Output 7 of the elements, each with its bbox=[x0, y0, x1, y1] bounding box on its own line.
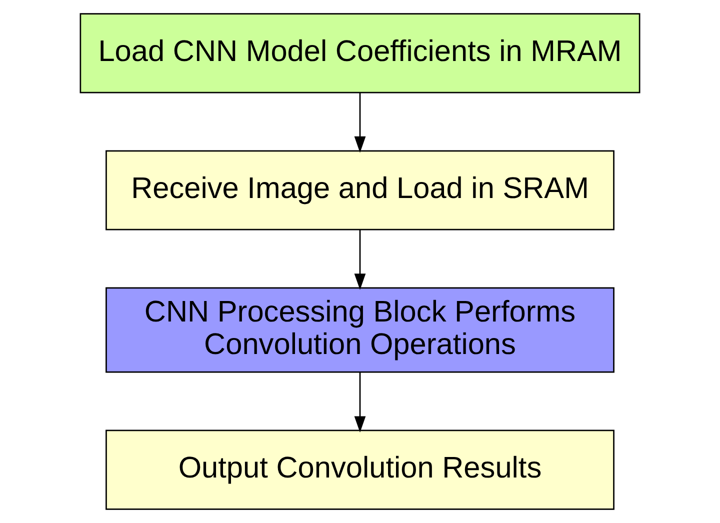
node-box: Output Convolution Results bbox=[106, 430, 614, 510]
node-box: CNN Processing Block Performs Convolution Operations bbox=[106, 287, 614, 373]
node-box: Load CNN Model Coefficients in MRAM bbox=[80, 13, 640, 94]
arrow bbox=[354, 92, 366, 153]
arrow bbox=[354, 230, 366, 290]
arrow bbox=[354, 372, 366, 432]
node-box: Receive Image and Load in SRAM bbox=[106, 150, 614, 230]
